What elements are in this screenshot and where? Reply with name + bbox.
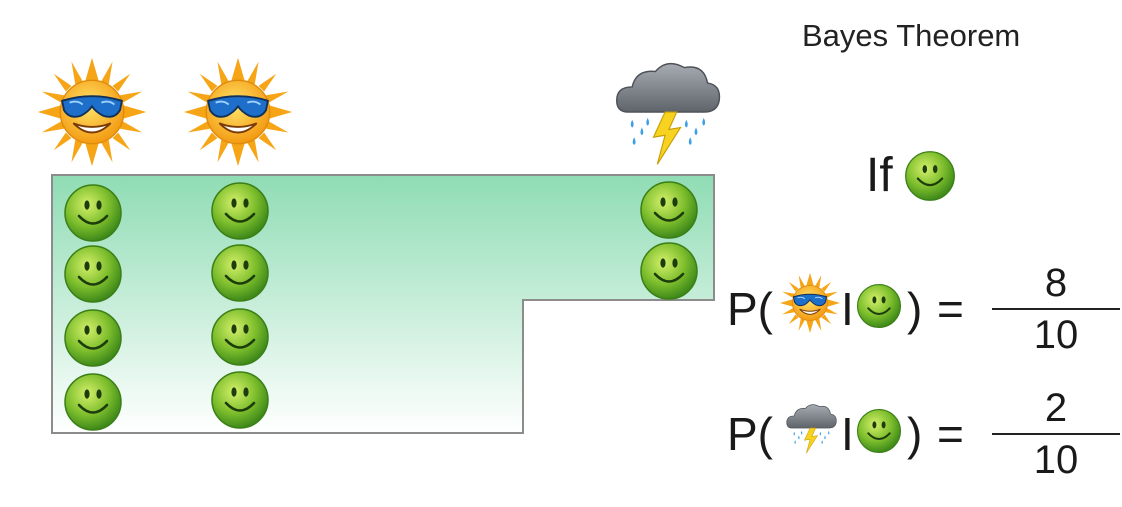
fraction-numerator: 8: [1044, 261, 1068, 305]
smiley-icon: [210, 181, 270, 241]
smiley-icon: [210, 370, 270, 430]
eq-prefix: P(: [727, 283, 773, 335]
smiley-icon: [210, 307, 270, 367]
eq-equals: =: [937, 408, 964, 460]
eq-prefix: P(: [727, 408, 773, 460]
smiley-icon: [639, 180, 699, 240]
fraction-bar: [992, 433, 1120, 435]
fraction-bar: [992, 308, 1120, 310]
smiley-icon: [63, 308, 123, 368]
smiley-icon: [210, 243, 270, 303]
smiley-icon: [856, 408, 902, 454]
sun-with-sunglasses-icon: [182, 56, 294, 168]
sample-region: [51, 174, 715, 434]
eq-suffix: ): [907, 283, 923, 335]
smiley-icon: [63, 183, 123, 243]
smiley-icon: [856, 283, 902, 329]
eq-given-bar: I: [841, 283, 854, 335]
sun-with-sunglasses-icon: [36, 56, 148, 168]
smiley-icon: [63, 372, 123, 432]
fraction: 2 10: [992, 387, 1120, 481]
smiley-icon: [639, 241, 699, 301]
condition-label: If: [866, 149, 893, 202]
eq-given-bar: I: [841, 408, 854, 460]
fraction-denominator: 10: [1033, 438, 1079, 482]
fraction: 8 10: [992, 262, 1120, 356]
fraction-numerator: 2: [1044, 386, 1068, 430]
smiley-icon: [904, 150, 956, 202]
storm-cloud-icon: [783, 401, 839, 457]
page-title: Bayes Theorem: [802, 18, 1021, 53]
storm-cloud-icon: [606, 56, 728, 172]
sun-with-sunglasses-icon: [779, 272, 841, 334]
eq-equals: =: [937, 283, 964, 335]
smiley-icon: [63, 244, 123, 304]
fraction-denominator: 10: [1033, 313, 1079, 357]
eq-suffix: ): [907, 408, 923, 460]
